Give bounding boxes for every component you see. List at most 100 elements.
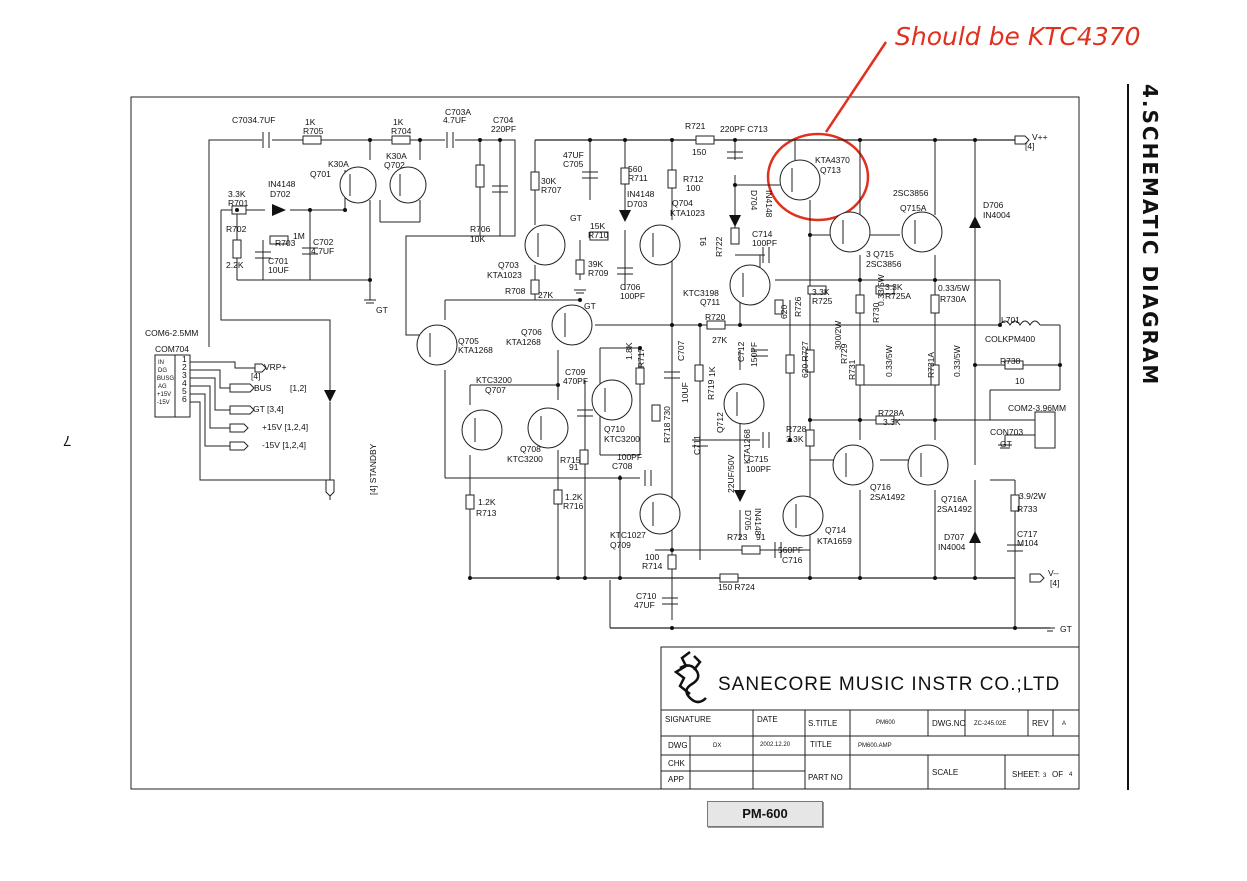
label-q706: Q706 bbox=[521, 327, 542, 337]
label-ktc3200-c: KTC3200 bbox=[604, 434, 640, 444]
partno-label: PART NO bbox=[808, 773, 843, 782]
label-r707: R707 bbox=[541, 185, 562, 195]
label-r704-value: 1K bbox=[393, 117, 404, 127]
label-r720: R720 bbox=[705, 312, 726, 322]
label-d703: D703 bbox=[627, 199, 648, 209]
label-r728a: R728A bbox=[878, 408, 904, 418]
label-c715: C715 bbox=[748, 454, 769, 464]
label-r712-value: 100 bbox=[686, 183, 700, 193]
label-d705: D705 bbox=[743, 510, 753, 531]
label-c706-value: 100PF bbox=[620, 291, 645, 301]
sheet-label: SHEET: bbox=[1012, 770, 1040, 779]
net-gt: GT [3,4] bbox=[253, 404, 284, 414]
label-c709-value: 470PF bbox=[563, 376, 588, 386]
label-gt-4: GT bbox=[1000, 439, 1012, 449]
net-bus-ref: [1,2] bbox=[290, 383, 307, 393]
label-r723: R723 bbox=[727, 532, 748, 542]
highlight-circle bbox=[766, 132, 870, 222]
dwg-value: DX bbox=[713, 743, 721, 749]
transistor-q712 bbox=[723, 383, 765, 425]
label-c710-value: 47UF bbox=[634, 600, 655, 610]
label-r733: R733 bbox=[1017, 504, 1038, 514]
title-value: PM600.AMP bbox=[858, 743, 892, 749]
label-ktc3200-a: KTC3200 bbox=[476, 375, 512, 385]
label-r738-value: 10 bbox=[1015, 376, 1025, 386]
transistor-q715a bbox=[901, 211, 943, 253]
label-r716: R716 bbox=[563, 501, 584, 511]
label-c716-value: 560PF bbox=[778, 545, 803, 555]
signature-label: SIGNATURE bbox=[665, 715, 711, 724]
annotation-callout bbox=[766, 41, 888, 222]
connector-pin-label-1: IN bbox=[158, 360, 164, 366]
label-r719-value: 1K bbox=[707, 366, 717, 377]
connector-pin-4: 4 bbox=[182, 378, 187, 388]
transistor-q713 bbox=[779, 159, 821, 201]
label-c714: C714 bbox=[752, 229, 773, 239]
dwgno-value: ZC-245.02E bbox=[974, 721, 1006, 727]
transistor-q708 bbox=[527, 407, 569, 449]
transistor-q711 bbox=[729, 264, 771, 306]
label-r704: R704 bbox=[391, 126, 412, 136]
label-q705-type: KTA1268 bbox=[458, 345, 493, 355]
title-block: SANECORE MUSIC INSTR CO.;LTD SIGNATURE D… bbox=[660, 646, 1080, 790]
label-q715: 3 Q715 bbox=[866, 249, 894, 259]
label-vmm: V-- bbox=[1048, 568, 1059, 578]
date-value: 2002.12.20 bbox=[760, 742, 791, 748]
label-in4148-b: IN4148 bbox=[627, 189, 655, 199]
label-r719: R719 bbox=[706, 379, 716, 400]
label-q704: Q704 bbox=[672, 198, 693, 208]
label-q714: Q714 bbox=[825, 525, 846, 535]
connector-pin-1: 1 bbox=[182, 354, 187, 364]
label-r731a-value: 0.33/5W bbox=[952, 345, 962, 377]
component-labels: C7034.7UF 1K R705 1K R704 C703A 4.7UF C7… bbox=[226, 107, 1072, 634]
label-c704-value: 220PF bbox=[491, 124, 516, 134]
label-r717-value: 1.8K bbox=[624, 342, 634, 360]
label-c717-value: M104 bbox=[1017, 538, 1039, 548]
dwg-label: DWG bbox=[668, 741, 688, 750]
label-r714-value: 100 bbox=[645, 552, 659, 562]
label-r733-value: 3.9/2W bbox=[1019, 491, 1046, 501]
label-k30a-2: K30A bbox=[386, 151, 407, 161]
label-r718: R718 730 bbox=[662, 406, 672, 443]
label-r708: R708 bbox=[505, 286, 526, 296]
transistor-q703 bbox=[524, 224, 566, 266]
sheet-total: 4 bbox=[1069, 772, 1073, 778]
label-colkpm400: COLKPM400 bbox=[985, 334, 1035, 344]
label-c716: C716 bbox=[782, 555, 803, 565]
annotation-note: Should be KTC4370 bbox=[895, 22, 1141, 51]
model-badge: PM-600 bbox=[707, 801, 823, 827]
connector-pin-label-6: -15V bbox=[157, 400, 170, 406]
label-c7034: C7034.7UF bbox=[232, 115, 275, 125]
label-r707-value: 30K bbox=[541, 176, 556, 186]
label-c712: C712 bbox=[736, 341, 746, 362]
label-r731a: R731A bbox=[926, 352, 936, 378]
label-c710: C710 bbox=[636, 591, 657, 601]
transistor-q715 bbox=[829, 211, 871, 253]
transistor-q701 bbox=[339, 166, 377, 204]
connector-pin-2: 2 bbox=[182, 362, 187, 372]
label-r725a-value: 3.3K bbox=[885, 282, 903, 292]
label-vpp: V++ bbox=[1032, 132, 1048, 142]
label-c714-value: 100PF bbox=[752, 238, 777, 248]
label-r730: R730 bbox=[871, 302, 881, 323]
label-d704-type: IN4148 bbox=[764, 190, 774, 218]
label-d706-type: IN4004 bbox=[983, 210, 1011, 220]
label-r713: R713 bbox=[476, 508, 497, 518]
label-q713: Q713 bbox=[820, 165, 841, 175]
label-r731-value: 0.33/5W bbox=[884, 345, 894, 377]
label-r714: R714 bbox=[642, 561, 663, 571]
label-r731: R731 bbox=[847, 359, 857, 380]
rev-value: A bbox=[1062, 721, 1066, 727]
label-r702-value: 2.2K bbox=[226, 260, 244, 270]
label-kta4370: KTA4370 bbox=[815, 155, 850, 165]
side-title: 4.SCHEMATIC DIAGRAM bbox=[1138, 84, 1162, 387]
connector-pin-3: 3 bbox=[182, 370, 187, 380]
label-r715-value: 91 bbox=[569, 462, 579, 472]
net-minus15v: -15V [1,2,4] bbox=[262, 440, 306, 450]
label-r706-value: 10K bbox=[470, 234, 485, 244]
label-c703a-value: 4.7UF bbox=[443, 115, 466, 125]
connector-pin-label-3: BUSG bbox=[157, 376, 174, 382]
label-r706: R706 bbox=[470, 224, 491, 234]
label-c701-value: 10UF bbox=[268, 265, 289, 275]
label-c704: C704 bbox=[493, 115, 514, 125]
